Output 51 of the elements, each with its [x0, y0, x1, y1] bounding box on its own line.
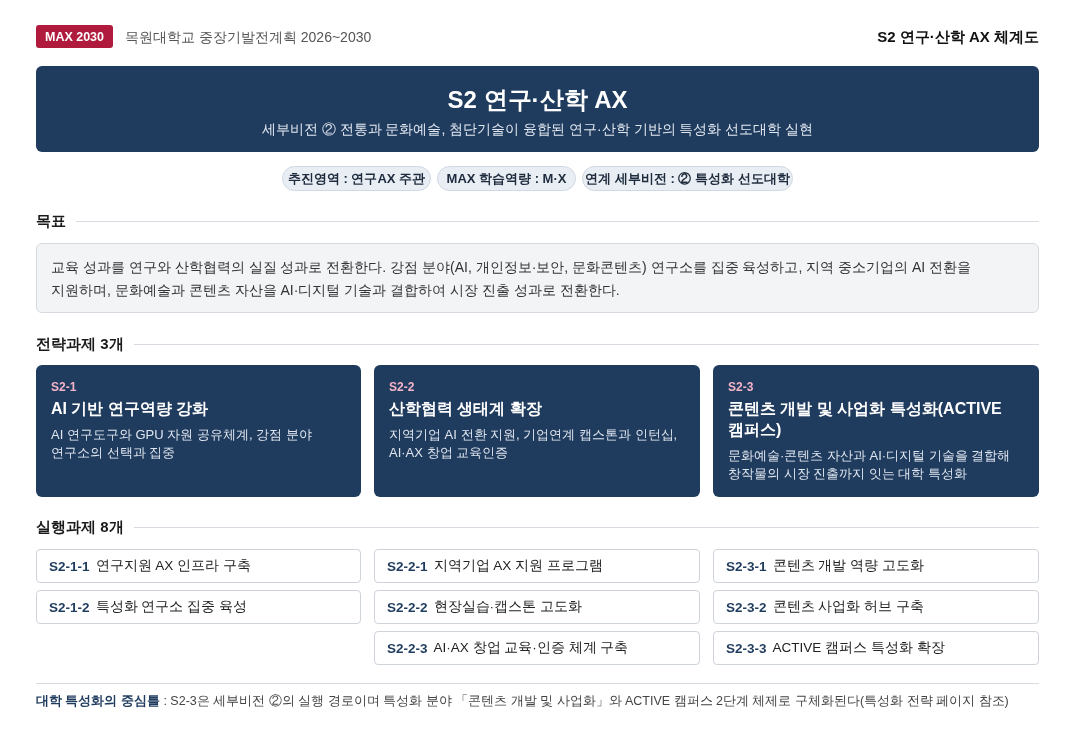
footnote-text: 대학 특성화의 중심틀 : S2-3은 세부비전 ②의 실행 경로이며 특성화 분야 「콘텐츠 개발 및 사업화」와 ACTIVE 캠퍼스 2단계 체제로 구체화된다(특성화 전략 페이지 참조)	[36, 693, 1009, 710]
strategy-card	[374, 365, 700, 497]
task-code: S2-1-1	[49, 558, 90, 574]
task-code: S2-2-2	[387, 599, 428, 615]
task-code: S2-3	[728, 379, 754, 395]
task-title: 콘텐츠 사업화 허브 구축	[772, 598, 924, 616]
plan-badge: MAX 2030	[36, 25, 113, 48]
card-description: AI 연구도구와 GPU 자원 공유체계, 강점 분야 연구소의 선택과 집중	[51, 426, 313, 462]
card-title: AI 기반 연구역량 강화	[51, 399, 209, 419]
task-item	[36, 590, 361, 624]
section-heading: 전략과제 3개	[36, 334, 124, 354]
task-code: S2-3-1	[726, 558, 767, 574]
task-code: S2-2-3	[387, 640, 428, 656]
task-title: ACTIVE 캠퍼스 특성화 확장	[772, 639, 945, 657]
task-title: 현장실습·캡스톤 고도화	[433, 598, 582, 616]
info-tag: MAX 학습역량 : M·X	[437, 166, 576, 191]
task-code: S2-3-2	[726, 599, 767, 615]
task-code: S2-2	[389, 379, 415, 395]
task-item	[374, 590, 700, 624]
task-item	[374, 631, 700, 665]
task-title: 특성화 연구소 집중 육성	[95, 598, 247, 616]
task-item	[713, 549, 1039, 583]
task-item	[36, 549, 361, 583]
strategy-card	[713, 365, 1039, 497]
task-title: 콘텐츠 개발 역량 고도화	[772, 557, 924, 575]
task-code: S2-2-1	[387, 558, 428, 574]
document-subtitle: 목원대학교 중장기발전계획 2026~2030	[125, 28, 372, 47]
card-title: 산학협력 생태계 확장	[389, 399, 542, 419]
banner-subtitle: 세부비전 ② 전통과 문화예술, 첨단기술이 융합된 연구·산학 기반의 특성화 선도대학 실현	[261, 120, 814, 139]
task-title: AI·AX 창업 교육·인증 체계 구축	[433, 639, 629, 657]
task-item	[713, 631, 1039, 665]
task-code: S2-1	[51, 379, 77, 395]
goal-text: 교육 성과를 연구와 산학협력의 실질 성과로 전환한다. 강점 분야(AI, 개인정보·보안, 문화콘텐츠) 연구소를 집중 육성하고, 지역 중소기업의 AI 전환을 지원하며, 문화예술과 콘텐츠 자산을 AI·디지털 기술과 결합하여 시장 진출 성과로 전환한다.	[51, 258, 973, 300]
section-heading: 목표	[36, 211, 66, 231]
card-description: 지역기업 AI 전환 지원, 기업연계 캡스톤과 인턴십, AI·AX 창업 교육인증	[389, 426, 679, 462]
info-tag: 연계 세부비전 : ② 특성화 선도대학	[582, 166, 793, 191]
task-item	[713, 590, 1039, 624]
header-banner	[36, 66, 1039, 152]
banner-title: S2 연구·산학 AX	[447, 85, 628, 115]
task-title: 연구지원 AX 인프라 구축	[95, 557, 251, 575]
card-description: 문화예술·콘텐츠 자산과 AI·디지털 기술을 결합해 창작물의 시장 진출까지 잇는 대학 특성화	[728, 447, 1012, 483]
task-code: S2-3-3	[726, 640, 767, 656]
info-tag: 추진영역 : 연구AX 주관	[282, 166, 431, 191]
strategy-card	[36, 365, 361, 497]
task-title: 지역기업 AX 지원 프로그램	[433, 557, 603, 575]
card-title: 콘텐츠 개발 및 사업화 특성화(ACTIVE 캠퍼스)	[728, 399, 1003, 440]
page-title: S2 연구·산학 AX 체계도	[877, 27, 1039, 47]
section-heading: 실행과제 8개	[36, 517, 124, 537]
task-item	[374, 549, 700, 583]
task-code: S2-1-2	[49, 599, 90, 615]
goal-box	[36, 243, 1039, 313]
